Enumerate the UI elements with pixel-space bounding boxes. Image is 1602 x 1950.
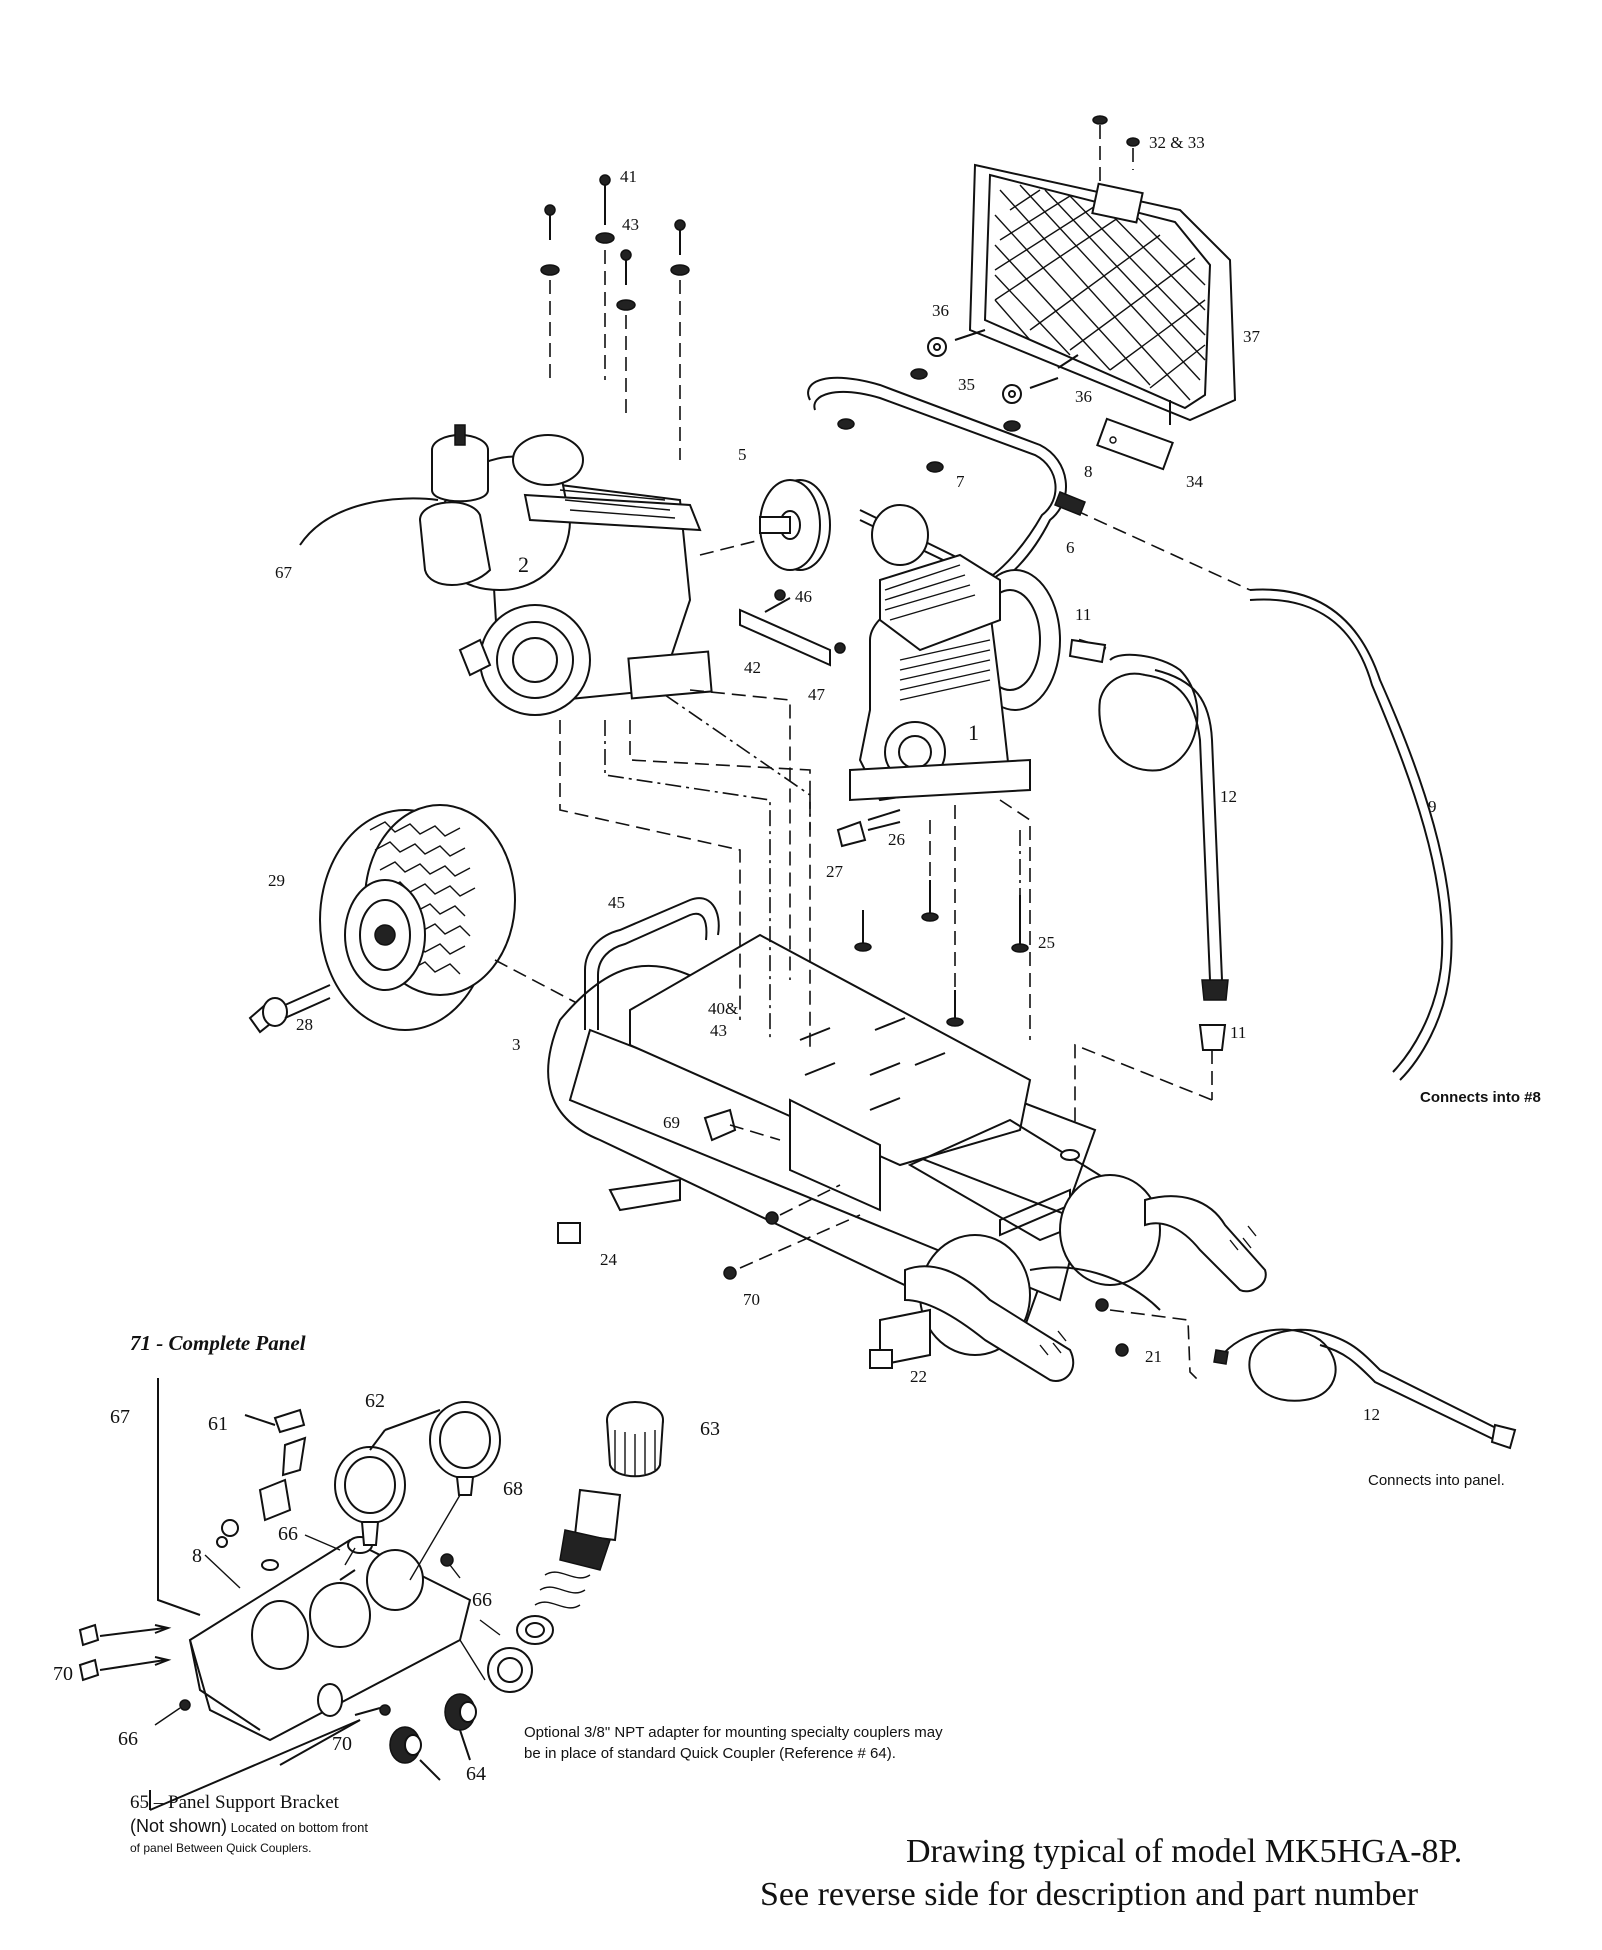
optional-adapter-note-line2: be in place of standard Quick Coupler (R… xyxy=(524,1745,896,1762)
fitting-11 xyxy=(1074,1024,1227,1150)
label-32-33: 32 & 33 xyxy=(1149,133,1205,152)
label-29: 29 xyxy=(268,871,285,890)
label-47: 47 xyxy=(808,685,826,704)
panel-label-70a: 70 xyxy=(53,1663,73,1685)
label-11a: 11 xyxy=(1075,605,1091,624)
label-43: 43 xyxy=(622,215,639,234)
label-26: 26 xyxy=(888,830,905,849)
panel-label-61: 61 xyxy=(208,1413,228,1435)
label-70: 70 xyxy=(743,1290,760,1309)
label-35: 35 xyxy=(958,375,975,394)
bracket-note-line3: of panel Between Quick Couplers. xyxy=(130,1841,311,1855)
label-6: 6 xyxy=(1066,538,1075,557)
label-40-43: 43 xyxy=(710,1021,727,1040)
label-22: 22 xyxy=(910,1367,927,1386)
washer-36 xyxy=(927,329,1079,404)
compressor-pump xyxy=(849,504,1107,802)
label-41: 41 xyxy=(620,167,637,186)
label-8: 8 xyxy=(1084,462,1093,481)
fitting-26-27 xyxy=(836,809,901,848)
label-11b: 11 xyxy=(1230,1023,1246,1042)
footer-reverse-line: See reverse side for description and par… xyxy=(760,1876,1419,1913)
label-46: 46 xyxy=(795,587,812,606)
label-36a: 36 xyxy=(932,301,949,320)
label-45: 45 xyxy=(608,893,625,912)
mount-guide-lines xyxy=(559,689,1031,1050)
belt xyxy=(807,376,1067,587)
panel-label-66b: 66 xyxy=(472,1589,492,1611)
label-67: 67 xyxy=(275,563,293,582)
label-42: 42 xyxy=(744,658,761,677)
label-34: 34 xyxy=(1186,472,1204,491)
panel-label-70b: 70 xyxy=(332,1733,352,1755)
bracket-note-line2: (Not shown) Located on bottom front xyxy=(130,1816,368,1836)
engine-bracket xyxy=(739,589,846,667)
label-27: 27 xyxy=(826,862,844,881)
air-tank-frame xyxy=(547,897,1267,1382)
panel-label-64: 64 xyxy=(466,1763,486,1785)
footer-model-line: Drawing typical of model MK5HGA-8P. xyxy=(906,1833,1462,1870)
label-7: 7 xyxy=(956,472,965,491)
label-3: 3 xyxy=(512,1035,521,1054)
label-28: 28 xyxy=(296,1015,313,1034)
belt-clips xyxy=(837,368,1021,473)
panel-detail xyxy=(78,1378,664,1811)
fastener-32-33 xyxy=(1092,115,1140,185)
label-24: 24 xyxy=(600,1250,618,1269)
pump-bolts xyxy=(854,805,1029,1027)
label-5: 5 xyxy=(738,445,747,464)
label-40: 40& xyxy=(708,999,738,1018)
hose-12-upper xyxy=(1068,638,1229,1001)
engine xyxy=(299,424,761,716)
label-12b: 12 xyxy=(1363,1405,1380,1424)
label-1: 1 xyxy=(968,720,979,745)
connects-into-8: Connects into #8 xyxy=(1420,1089,1541,1106)
belt-guard xyxy=(968,163,1237,422)
label-9: 9 xyxy=(1428,797,1437,816)
connects-into-panel: Connects into panel. xyxy=(1368,1472,1505,1489)
hose-9 xyxy=(1054,491,1453,1081)
optional-adapter-note-line1: Optional 3/8" NPT adapter for mounting s… xyxy=(524,1724,943,1741)
panel-label-8: 8 xyxy=(192,1545,202,1567)
panel-title: 71 - Complete Panel xyxy=(130,1331,306,1355)
motor-pulley xyxy=(759,479,831,571)
callout-labels: 1 2 3 5 6 7 8 9 11 11 12 12 21 22 24 25 … xyxy=(53,133,1541,1913)
panel-label-66c: 66 xyxy=(118,1728,138,1750)
panel-label-62: 62 xyxy=(365,1390,385,1412)
engine-bolts xyxy=(540,174,690,460)
decal-34 xyxy=(1096,400,1174,471)
label-2: 2 xyxy=(518,552,529,577)
label-12a: 12 xyxy=(1220,787,1237,806)
label-36b: 36 xyxy=(1075,387,1092,406)
panel-label-68: 68 xyxy=(503,1478,523,1500)
label-69: 69 xyxy=(663,1113,680,1132)
bracket-note-line1: 65 – Panel Support Bracket xyxy=(130,1792,340,1813)
wheel xyxy=(319,804,591,1031)
panel-label-63: 63 xyxy=(700,1418,720,1440)
label-37: 37 xyxy=(1243,327,1261,346)
panel-label-67: 67 xyxy=(110,1406,130,1428)
panel-label-66a: 66 xyxy=(278,1523,298,1545)
axle-bolt-28 xyxy=(248,984,331,1034)
label-25: 25 xyxy=(1038,933,1055,952)
label-21: 21 xyxy=(1145,1347,1162,1366)
hose-12-lower xyxy=(1213,1328,1517,1450)
